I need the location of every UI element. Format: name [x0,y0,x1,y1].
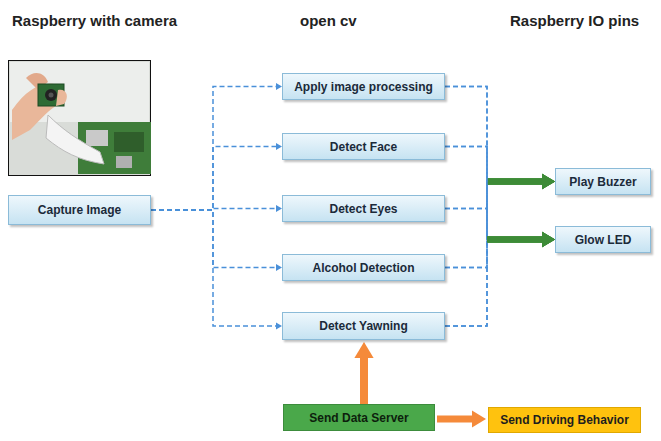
process-box: Detect Face [282,133,445,160]
dashed-line [445,147,487,240]
arrow-head [542,232,555,248]
connector [354,342,373,404]
camera-photo [8,60,151,176]
output-arrow [487,237,543,243]
connector [445,174,555,268]
box-label: Detect Face [330,140,397,154]
box-label: Apply image processing [294,80,433,94]
arrow-head [542,174,555,190]
column-heading: Raspberry IO pins [510,12,639,29]
connector [445,209,555,248]
connector [445,232,555,268]
box-label: Capture Image [38,203,121,217]
arrow-head [542,232,555,248]
output-arrow [487,237,543,243]
connector [445,174,555,209]
output-arrow [487,237,543,243]
arrow-head [542,174,555,190]
connector [445,147,555,190]
arrow-head [354,342,373,358]
output-arrow [487,237,543,243]
box-label: Detect Yawning [319,319,407,333]
output-arrow [487,179,543,185]
connector [151,210,282,330]
dashed-line [445,182,487,327]
behavior-box: Send Driving Behavior [488,407,641,433]
output-arrow [487,179,543,185]
connector [151,205,282,212]
output-box: Glow LED [555,226,651,253]
output-arrow [487,179,543,185]
arrow-head [542,174,555,190]
arrow-head [472,411,486,428]
data-arrow [437,416,474,423]
output-box: Play Buzzer [555,168,651,195]
process-box: Detect Yawning [282,312,445,340]
output-arrow [487,237,543,243]
output-arrow [487,179,543,185]
process-box: Detect Eyes [282,195,445,222]
dashed-line [445,147,487,182]
dashed-line [445,182,487,209]
box-label: Glow LED [575,233,632,247]
connector [445,232,555,326]
connector [445,147,555,248]
arrow-head [542,232,555,248]
connector [151,143,282,210]
connector [445,87,555,248]
dashed-line [445,240,487,268]
dashed-line [445,240,487,327]
process-box: Alcohol Detection [282,254,445,281]
box-label: Detect Eyes [329,202,397,216]
input-box: Capture Image [8,195,151,225]
dashed-line [151,147,276,211]
data-arrow [360,358,368,404]
connector [151,83,282,210]
box-label: Alcohol Detection [312,261,414,275]
process-box: Apply image processing [282,73,445,100]
arrow-head [542,174,555,190]
dashed-line [151,210,276,326]
server-box: Send Data Server [283,404,435,431]
column-heading: open cv [300,12,357,29]
arrow-head [542,232,555,248]
connector [445,174,555,326]
connector [445,87,555,190]
output-arrow [487,179,543,185]
connector [437,411,486,428]
box-label: Send Driving Behavior [500,413,629,427]
dashed-line [151,87,276,211]
box-label: Send Data Server [309,411,408,425]
column-heading: Raspberry with camera [12,12,177,29]
connector [151,210,282,271]
dashed-line [445,209,487,240]
dashed-line [445,182,487,268]
dashed-line [445,87,487,182]
dashed-line [445,87,487,240]
box-label: Play Buzzer [569,175,636,189]
arrow-head [542,232,555,248]
arrow-head [542,174,555,190]
